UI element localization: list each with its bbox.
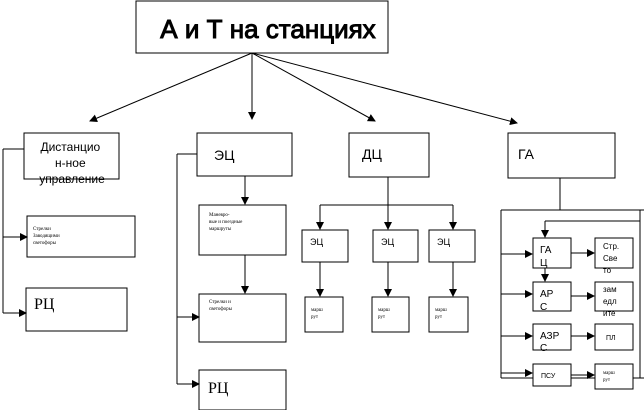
ga-row-3-left: АЗР С — [540, 331, 562, 354]
title-text: А и Т на станциях — [160, 14, 375, 44]
dc-sub-3: ЭЦ марш рут — [428, 229, 476, 333]
dc-sub-3-route: марш рут — [435, 308, 448, 320]
title-connectors — [89, 52, 518, 126]
remote-signals-label: Стрелки Заводящими светофоры — [33, 227, 61, 246]
ga-row-2: АР С зам едл ите — [532, 281, 634, 318]
ga-row-3-right: ПЛ — [606, 335, 616, 342]
ga-row-4-left: ПСУ — [541, 373, 556, 380]
ec-routes-label: Маневро- вые и поездные маршруты — [209, 213, 244, 232]
ga-row-2-right: зам едл ите — [603, 285, 619, 318]
ga-row-3: АЗР С ПЛ — [532, 323, 634, 354]
ga-row-4-right: марш рут — [603, 371, 616, 383]
dc-branch: ДЦ ЭЦ марш рут ЭЦ марш рут — [301, 132, 476, 333]
ga-branch: ГА ГА Ц Стр. Све то — [500, 132, 644, 390]
dc-sub-1: ЭЦ марш рут — [301, 229, 349, 333]
ga-row-1-left: ГА Ц — [540, 245, 554, 269]
ec-signals-label: Стрелки и светофоры — [209, 300, 233, 312]
ec-branch: ЭЦ Маневро- вые и поездные маршруты Стре… — [176, 132, 293, 410]
ec-rc-label: РЦ — [208, 380, 229, 397]
title-node: А и Т на станциях — [135, 0, 389, 54]
ga-row-4: ПСУ марш рут — [532, 363, 634, 390]
dc-sub-1-label: ЭЦ — [310, 237, 323, 247]
dc-sub-1-route: марш рут — [311, 308, 324, 320]
dc-sub-2: ЭЦ марш рут — [371, 229, 419, 333]
remote-rc-label: РЦ — [34, 296, 55, 313]
ga-row-1: ГА Ц Стр. Све то — [532, 237, 634, 275]
dc-sub-2-label: ЭЦ — [381, 237, 394, 247]
remote-label: Дистанцио н-ное управление — [39, 140, 105, 186]
dc-sub-2-route: марш рут — [378, 308, 391, 320]
dc-label: ДЦ — [362, 146, 382, 162]
ga-row-1-right: Стр. Све то — [603, 242, 621, 275]
ga-label: ГА — [518, 146, 535, 162]
dc-sub-3-label: ЭЦ — [437, 237, 450, 247]
remote-branch: Дистанцио н-ное управление Стрелки Завод… — [2, 132, 136, 332]
ec-label: ЭЦ — [214, 147, 235, 163]
ga-row-2-left: АР С — [540, 289, 556, 313]
